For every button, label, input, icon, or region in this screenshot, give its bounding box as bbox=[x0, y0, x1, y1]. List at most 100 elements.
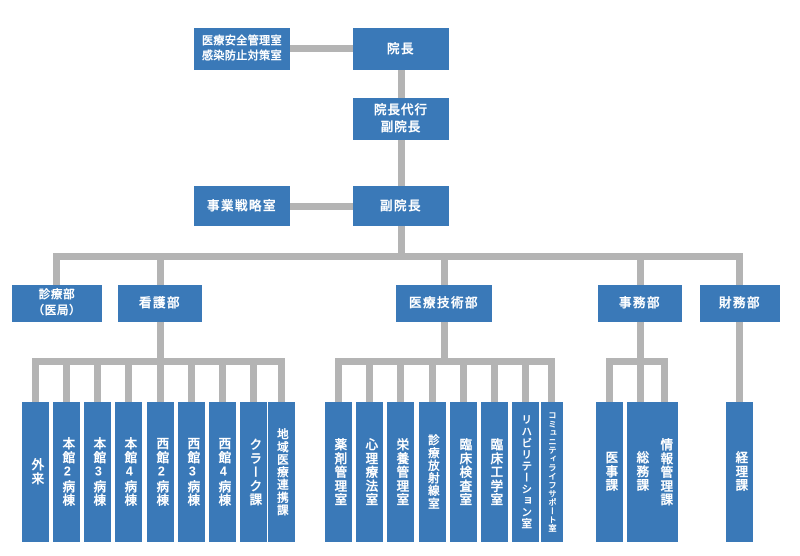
connector-medtech-drop-6 bbox=[491, 358, 498, 402]
connector-medtech-drop-8 bbox=[548, 358, 555, 402]
administration-unit-medical-affairs[interactable]: 医事課 bbox=[596, 402, 623, 542]
connector-main-horizontal-bus bbox=[53, 253, 743, 260]
medtech-unit-community-life-support[interactable]: コミュニティライフサポート室 bbox=[541, 402, 563, 542]
connector-medtech-drop-5 bbox=[460, 358, 467, 402]
connector-bus-to-finance-dept bbox=[736, 253, 743, 285]
medtech-unit-label: リハビリテーション室 bbox=[520, 414, 533, 530]
nursing-unit-label: 西館3病棟 bbox=[185, 436, 200, 508]
nursing-unit-label: 本館2病棟 bbox=[60, 436, 75, 508]
department-nursing[interactable]: 看護部 bbox=[118, 285, 202, 322]
connector-medtech-drop-1 bbox=[335, 358, 342, 402]
department-finance-label: 財務部 bbox=[718, 296, 761, 311]
nursing-unit-main-ward-2[interactable]: 本館2病棟 bbox=[53, 402, 80, 542]
nursing-unit-outpatient[interactable]: 外来 bbox=[22, 402, 49, 542]
finance-unit-accounting[interactable]: 経理課 bbox=[726, 402, 753, 542]
department-administration[interactable]: 事務部 bbox=[598, 285, 682, 322]
medtech-unit-nutrition-management[interactable]: 栄養管理室 bbox=[387, 402, 414, 542]
finance-unit-label: 経理課 bbox=[733, 451, 748, 493]
nursing-unit-label: クラーク課 bbox=[247, 437, 262, 507]
node-safety-office-line2: 感染防止対策室 bbox=[201, 50, 283, 62]
connector-medtech-drop-3 bbox=[397, 358, 404, 402]
connector-bus-to-administration-dept bbox=[637, 253, 644, 285]
connector-nursing-drop-1 bbox=[32, 358, 39, 402]
department-medical-technology-label: 医療技術部 bbox=[408, 296, 479, 311]
nursing-unit-west-ward-3[interactable]: 西館3病棟 bbox=[178, 402, 205, 542]
node-deputy-director[interactable]: 副院長 bbox=[353, 186, 449, 226]
connector-nursing-drop-8 bbox=[250, 358, 257, 402]
connector-administration-drop-1 bbox=[606, 358, 613, 402]
nursing-unit-label: 西館4病棟 bbox=[216, 436, 231, 508]
medtech-unit-clinical-laboratory[interactable]: 臨床検査室 bbox=[450, 402, 477, 542]
administration-unit-label: 医事課 bbox=[603, 451, 618, 493]
nursing-unit-label: 地域医療連携課 bbox=[275, 427, 288, 517]
node-strategy-office-label: 事業戦略室 bbox=[206, 198, 277, 213]
node-director[interactable]: 院長 bbox=[353, 28, 449, 70]
administration-unit-label: 総務課 bbox=[634, 451, 649, 493]
connector-medtech-drop-7 bbox=[522, 358, 529, 402]
medtech-unit-radiology[interactable]: 診療放射線室 bbox=[419, 402, 446, 542]
connector-finance-stem bbox=[736, 322, 743, 402]
nursing-unit-west-ward-2[interactable]: 西館2病棟 bbox=[147, 402, 174, 542]
connector-nursing-drop-2 bbox=[63, 358, 70, 402]
connector-medtech-drop-4 bbox=[429, 358, 436, 402]
medtech-unit-label: 臨床検査室 bbox=[457, 437, 472, 507]
connector-medtech-drop-2 bbox=[366, 358, 373, 402]
administration-unit-information-management[interactable]: 情報管理課 bbox=[651, 402, 678, 542]
nursing-unit-main-ward-4[interactable]: 本館4病棟 bbox=[115, 402, 142, 542]
connector-director-to-deputy-acting bbox=[398, 68, 405, 98]
department-medical-technology[interactable]: 医療技術部 bbox=[396, 285, 492, 322]
connector-deputy-to-main-bus bbox=[398, 226, 405, 257]
nursing-unit-clerk-section[interactable]: クラーク課 bbox=[240, 402, 267, 542]
administration-unit-label: 情報管理課 bbox=[658, 437, 673, 507]
nursing-unit-west-ward-4[interactable]: 西館4病棟 bbox=[209, 402, 236, 542]
medtech-unit-pharmacy-management[interactable]: 薬剤管理室 bbox=[325, 402, 352, 542]
nursing-unit-label: 本館4病棟 bbox=[122, 436, 137, 508]
node-director-label: 院長 bbox=[386, 41, 415, 56]
connector-medtech-stem bbox=[441, 322, 448, 358]
connector-bus-to-medtech-dept bbox=[441, 253, 448, 285]
nursing-unit-label: 外来 bbox=[29, 458, 44, 486]
medtech-unit-label: コミュニティライフサポート室 bbox=[547, 411, 557, 533]
department-administration-label: 事務部 bbox=[618, 296, 661, 311]
administration-unit-general-affairs[interactable]: 総務課 bbox=[627, 402, 654, 542]
nursing-unit-label: 本館3病棟 bbox=[91, 436, 106, 508]
nursing-unit-label: 西館2病棟 bbox=[154, 436, 169, 508]
connector-nursing-drop-6 bbox=[188, 358, 195, 402]
medtech-unit-label: 診療放射線室 bbox=[426, 434, 439, 510]
connector-nursing-stem bbox=[157, 322, 164, 358]
medtech-unit-label: 薬剤管理室 bbox=[332, 437, 347, 507]
medtech-unit-clinical-engineering[interactable]: 臨床工学室 bbox=[481, 402, 508, 542]
medtech-unit-label: 臨床工学室 bbox=[488, 437, 503, 507]
department-medical[interactable]: 診療部 （医局） bbox=[12, 285, 102, 322]
node-business-strategy-office[interactable]: 事業戦略室 bbox=[194, 186, 290, 226]
medtech-unit-label: 心理療法室 bbox=[363, 437, 378, 507]
department-medical-line2: （医局） bbox=[32, 304, 82, 317]
department-finance[interactable]: 財務部 bbox=[700, 285, 780, 322]
department-medical-line1: 診療部 bbox=[38, 288, 76, 301]
connector-nursing-drop-7 bbox=[219, 358, 226, 402]
medtech-unit-rehabilitation[interactable]: リハビリテーション室 bbox=[512, 402, 539, 542]
node-deputy-acting-line1: 院長代行 bbox=[373, 103, 428, 118]
connector-nursing-drop-3 bbox=[94, 358, 101, 402]
connector-nursing-drop-9 bbox=[278, 358, 285, 402]
connector-administration-stem bbox=[637, 322, 644, 358]
department-nursing-label: 看護部 bbox=[138, 296, 181, 311]
nursing-unit-regional-medical-cooperation[interactable]: 地域医療連携課 bbox=[268, 402, 295, 542]
node-deputy-acting-line2: 副院長 bbox=[380, 120, 422, 134]
connector-deputy-acting-to-deputy bbox=[398, 140, 405, 186]
connector-bus-to-medical-dept bbox=[53, 253, 60, 285]
connector-administration-drop-3 bbox=[661, 358, 668, 402]
connector-nursing-drop-5 bbox=[157, 358, 164, 402]
nursing-unit-main-ward-3[interactable]: 本館3病棟 bbox=[84, 402, 111, 542]
connector-medtech-bus bbox=[335, 358, 555, 365]
node-deputy-acting-director[interactable]: 院長代行 副院長 bbox=[353, 98, 449, 140]
connector-bus-to-nursing-dept bbox=[157, 253, 164, 285]
node-safety-and-infection-office[interactable]: 医療安全管理室 感染防止対策室 bbox=[194, 28, 290, 70]
connector-nursing-drop-4 bbox=[125, 358, 132, 402]
connector-safety-to-director bbox=[288, 45, 354, 52]
medtech-unit-psychotherapy[interactable]: 心理療法室 bbox=[356, 402, 383, 542]
node-safety-office-line1: 医療安全管理室 bbox=[201, 35, 283, 48]
connector-administration-drop-2 bbox=[637, 358, 644, 402]
medtech-unit-label: 栄養管理室 bbox=[394, 437, 409, 507]
node-deputy-director-label: 副院長 bbox=[379, 198, 422, 213]
